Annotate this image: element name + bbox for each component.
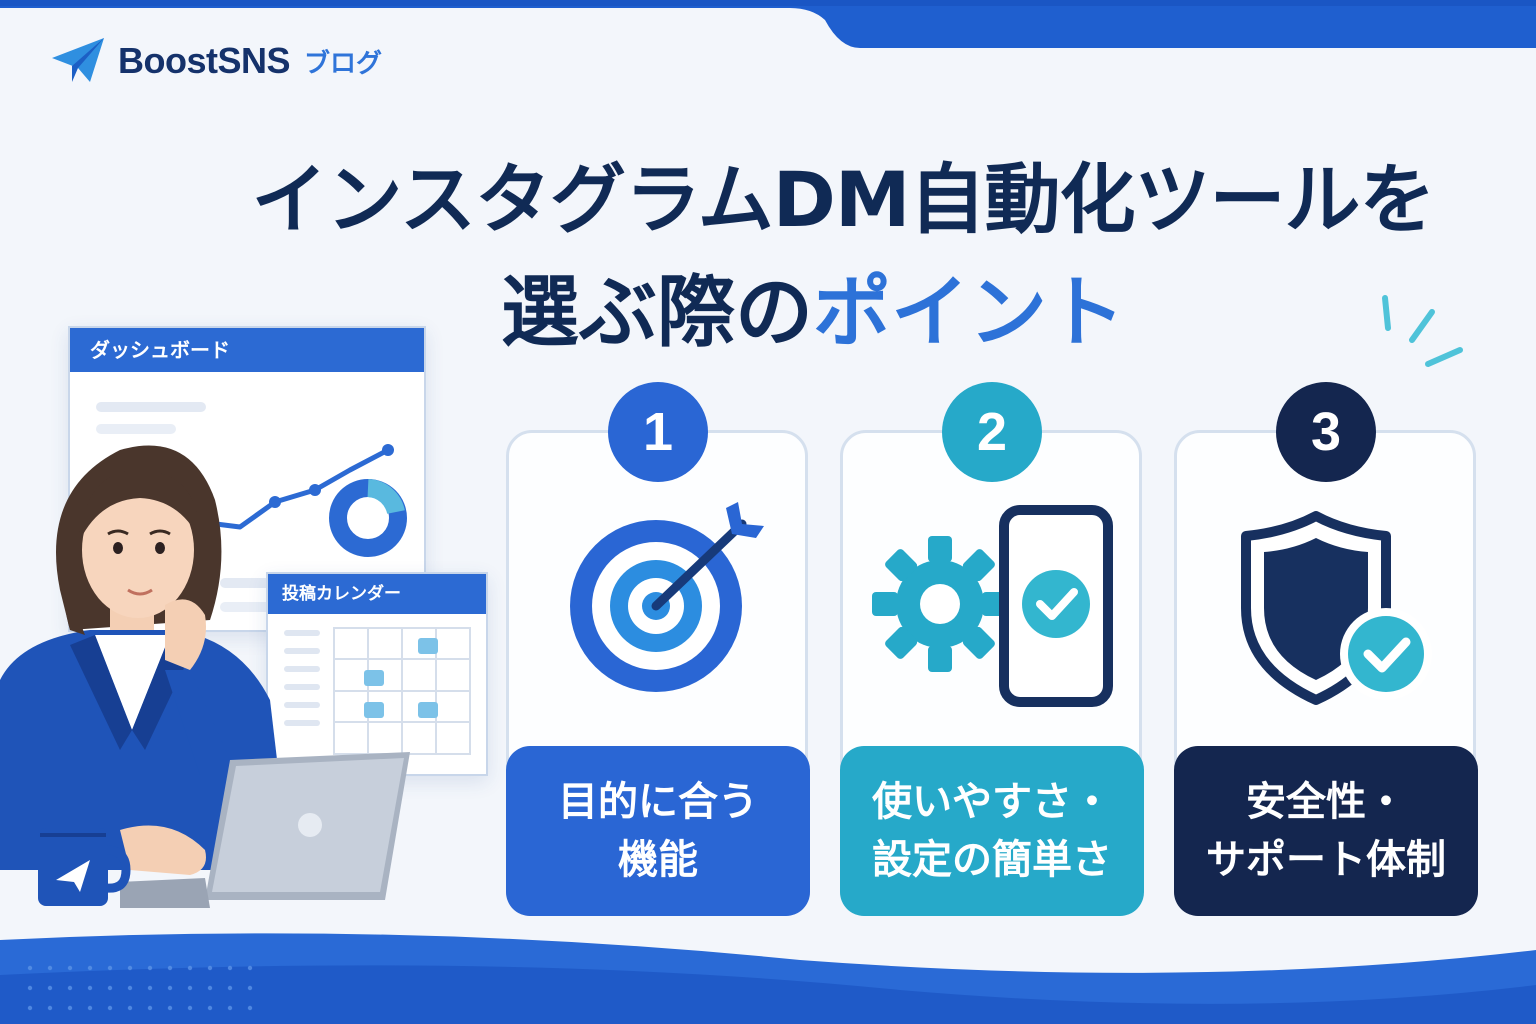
point-1-line-2: 機能 (618, 837, 698, 883)
headline-line-2-prefix: 選ぶ際の (500, 268, 813, 358)
brand-logo[interactable]: BoostSNS ブログ (50, 36, 382, 86)
dashboard-title: ダッシュボード (70, 328, 424, 372)
point-number-2: 2 (942, 382, 1042, 482)
point-3-line-2: サポート体制 (1206, 837, 1446, 883)
point-label-2: 使いやすさ・ 設定の簡単さ (840, 746, 1144, 916)
headline-highlight: ポイント (813, 268, 1126, 358)
headline-line-2: 選ぶ際のポイント (0, 250, 1536, 362)
point-label-3: 安全性・ サポート体制 (1174, 746, 1478, 916)
point-1-line-1: 目的に合う (558, 779, 758, 825)
calendar-panel: 投稿カレンダー (266, 572, 488, 776)
paper-plane-icon (52, 38, 104, 82)
target-arrow-icon (570, 502, 764, 692)
point-number-1: 1 (608, 382, 708, 482)
point-2-line-2: 設定の簡単さ (872, 837, 1112, 883)
point-label-1: 目的に合う 機能 (506, 746, 810, 916)
calendar-title: 投稿カレンダー (268, 574, 486, 614)
point-3-line-1: 安全性・ (1246, 779, 1406, 825)
headline-line-1: インスタグラムDM自動化ツールを (251, 155, 1436, 244)
shield-check-icon (1241, 511, 1432, 705)
brand-name: BoostSNS (118, 40, 291, 81)
point-2-line-1: 使いやすさ・ (872, 779, 1112, 825)
gear-phone-check-icon (872, 505, 1113, 707)
woman-laptop-illustration (0, 445, 410, 908)
brand-suffix: ブログ (304, 48, 383, 79)
point-number-3: 3 (1276, 382, 1376, 482)
calendar-grid-icon (284, 627, 471, 755)
